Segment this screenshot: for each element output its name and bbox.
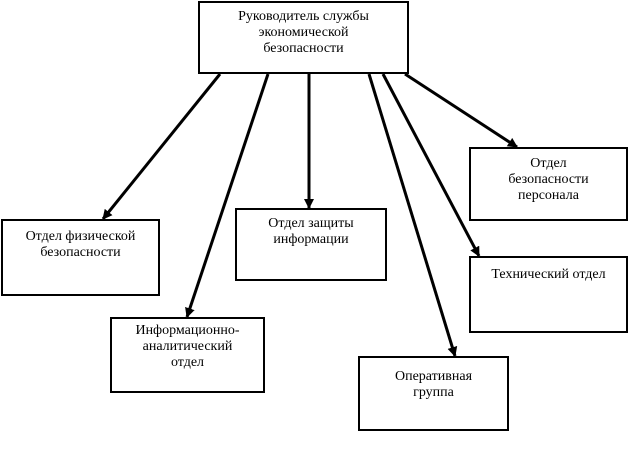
edge-head-oper	[367, 73, 458, 357]
node-personnel-security-department: Отдел безопасности персонала	[469, 147, 628, 221]
node-technical-department: Технический отдел	[469, 256, 628, 333]
edge-head-phys	[101, 73, 222, 220]
edge-head-analytic	[185, 73, 270, 318]
edge-head-tech	[381, 73, 481, 257]
node-oper-label: Оперативная группа	[394, 369, 473, 400]
node-tech-label: Технический отдел	[491, 267, 606, 282]
node-operational-group: Оперативная группа	[358, 356, 509, 431]
node-head-of-security-service: Руководитель службы экономической безопа…	[198, 1, 409, 74]
node-personnel-label: Отдел безопасности персонала	[508, 156, 589, 203]
node-information-protection-department: Отдел защиты информации	[235, 208, 387, 281]
node-analytical-department: Информационно- аналитический отдел	[110, 317, 265, 393]
node-infosec-label: Отдел защиты информации	[268, 216, 354, 247]
node-phys-label: Отдел физической безопасности	[25, 229, 136, 260]
node-head-label: Руководитель службы экономической безопа…	[238, 9, 369, 56]
node-analytic-label: Информационно- аналитический отдел	[135, 323, 240, 370]
edge-head-personnel	[404, 72, 518, 149]
node-physical-security-department: Отдел физической безопасности	[1, 219, 160, 296]
